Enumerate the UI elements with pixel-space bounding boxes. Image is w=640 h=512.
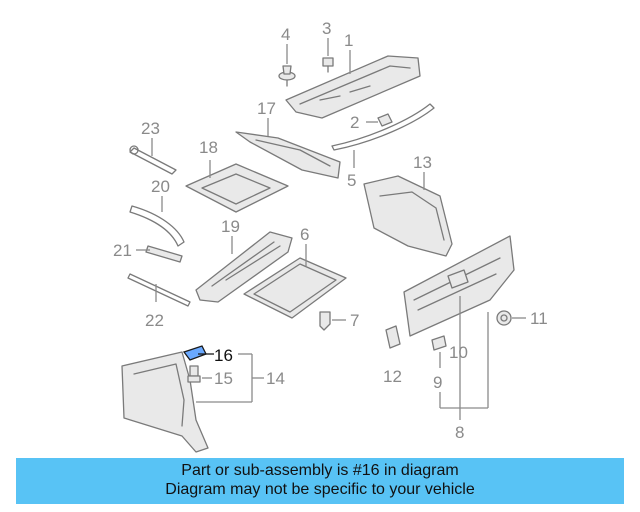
callout-17: 17	[257, 99, 276, 118]
callout-16: 16	[214, 346, 233, 365]
part-3-clip	[322, 57, 334, 73]
callout-9: 9	[433, 373, 442, 392]
part-19-jack	[195, 231, 293, 303]
callout-18: 18	[199, 138, 218, 157]
callout-5: 5	[347, 171, 356, 190]
part-7-clip	[319, 311, 331, 331]
callout-2: 2	[350, 113, 359, 132]
part-11-grommet	[496, 310, 512, 326]
part-13-side-panel	[363, 175, 453, 257]
callout-12: 12	[383, 367, 402, 386]
info-banner: Part or sub-assembly is #16 in diagram D…	[16, 458, 624, 504]
leader-8-bracket	[439, 296, 489, 420]
callout-19: 19	[221, 217, 240, 236]
part-23-wrench	[129, 145, 177, 175]
callout-7: 7	[350, 311, 359, 330]
callout-10: 10	[449, 343, 468, 362]
callout-14: 14	[266, 369, 285, 388]
callout-13: 13	[413, 153, 432, 172]
part-2-bracket	[377, 113, 393, 127]
callout-4: 4	[281, 25, 290, 44]
part-15-fastener	[187, 365, 201, 383]
callout-6: 6	[300, 225, 309, 244]
callout-21: 21	[113, 241, 132, 260]
callout-15: 15	[214, 369, 233, 388]
part-1-parcel-shelf	[285, 55, 421, 119]
part-22-screwdriver	[127, 273, 191, 307]
part-10-latch	[447, 269, 469, 289]
part-20-lug-wrench	[129, 205, 185, 247]
part-16-highlighted	[182, 345, 207, 361]
callout-1: 1	[344, 31, 353, 50]
callout-23: 23	[141, 119, 160, 138]
callout-11: 11	[530, 309, 548, 328]
leader-14-bracket	[196, 353, 264, 403]
part-14-quarter-panel	[121, 351, 209, 453]
banner-line-1: Part or sub-assembly is #16 in diagram	[181, 462, 459, 479]
part-6-floor-mat	[243, 257, 347, 319]
callout-8: 8	[455, 423, 464, 442]
callout-20: 20	[151, 177, 170, 196]
part-5-trim-strip	[331, 103, 435, 151]
part-21-rod	[145, 245, 183, 263]
part-18-tool-tray	[185, 163, 289, 213]
part-9-clip	[431, 335, 447, 351]
part-17-mat	[235, 131, 341, 179]
part-4-push-pin	[278, 65, 296, 87]
callout-3: 3	[322, 19, 331, 38]
callout-22: 22	[145, 311, 164, 330]
banner-line-2: Diagram may not be specific to your vehi…	[165, 481, 475, 498]
part-12-bracket	[385, 325, 401, 349]
